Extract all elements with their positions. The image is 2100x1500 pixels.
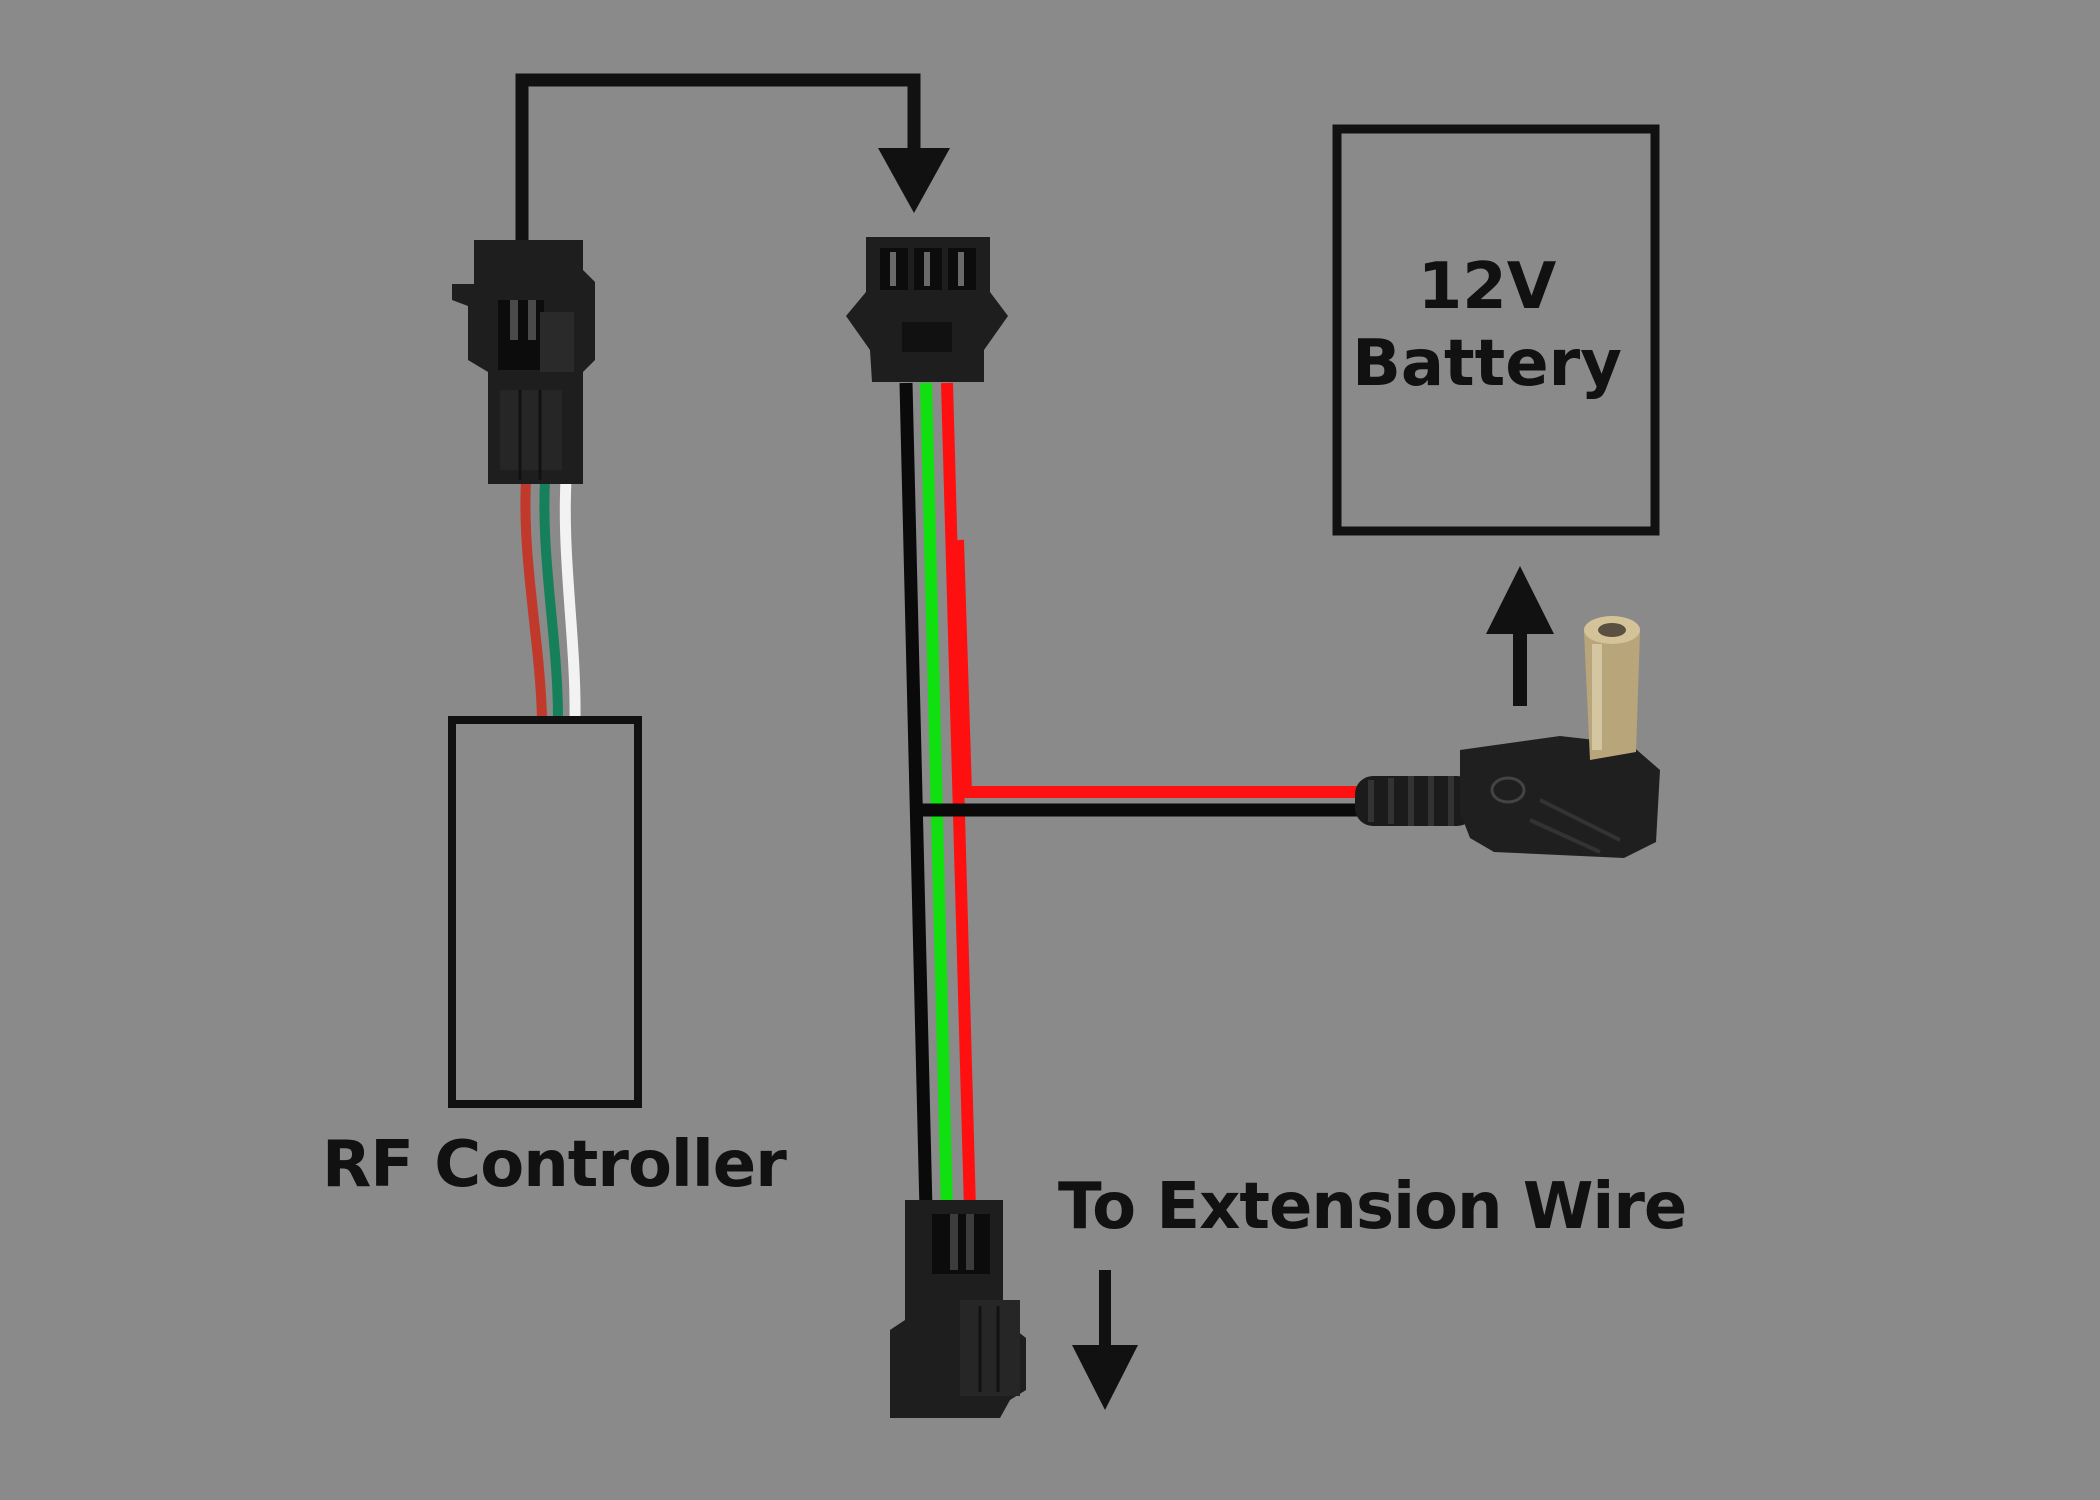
rf-controller-box — [448, 716, 642, 1108]
battery-box — [1332, 124, 1660, 536]
jack-body — [1460, 736, 1660, 858]
rf-controller-label: RF Controller — [322, 1128, 787, 1202]
barrel-jack — [1355, 616, 1660, 858]
top-connector — [846, 237, 1008, 382]
controller-wires — [520, 479, 581, 719]
arrow-up-icon — [1486, 566, 1554, 634]
arrow-down-icon — [878, 148, 950, 213]
controller-connector — [452, 240, 595, 484]
extension-wire-label: To Extension Wire — [1058, 1170, 1687, 1244]
branch-wires — [920, 539, 1358, 817]
battery-label: 12V Battery — [1342, 134, 1632, 518]
battery-voltage: 12V — [1417, 250, 1557, 325]
battery-name: Battery — [1352, 327, 1622, 401]
main-trunk-wires — [899, 382, 976, 1211]
controller-to-connector-path — [515, 73, 921, 245]
arrow-down-icon — [1072, 1345, 1138, 1410]
bottom-connector — [890, 1200, 1026, 1418]
jack-strain-relief — [1355, 776, 1475, 826]
